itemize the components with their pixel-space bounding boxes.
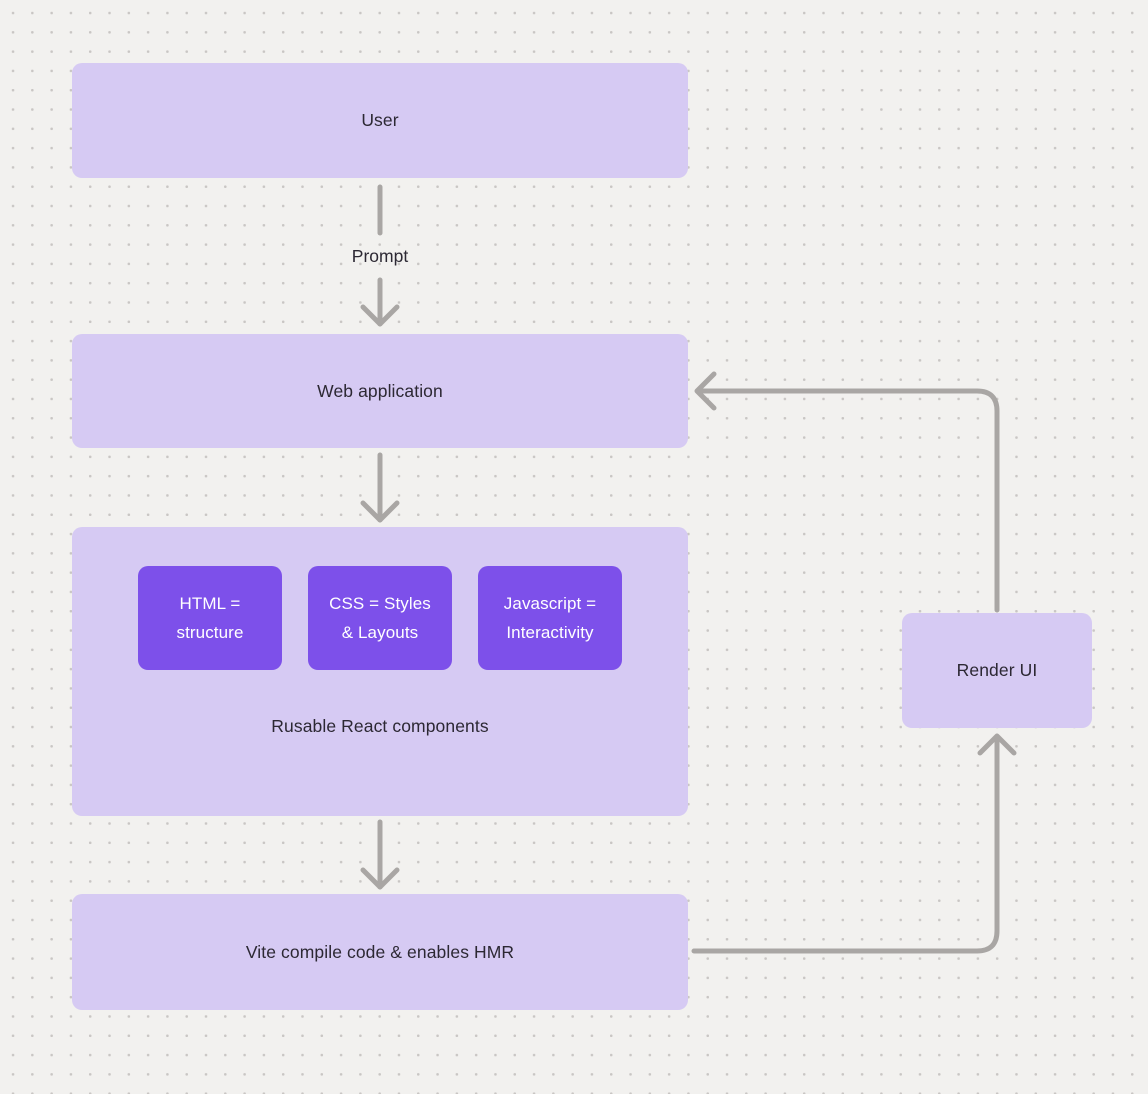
node-render-ui-label: Render UI — [956, 660, 1038, 680]
node-react-components-group: HTML = structure CSS = Styles & Layouts … — [72, 527, 688, 816]
node-user-label: User — [361, 110, 399, 130]
node-user: User — [72, 63, 688, 178]
arrow-prompt-to-webapp — [360, 277, 400, 327]
edge-label-prompt: Prompt — [351, 246, 409, 266]
arrow-webapp-to-components — [360, 452, 400, 523]
node-vite-label: Vite compile code & enables HMR — [245, 941, 515, 962]
arrow-components-to-vite — [360, 819, 400, 890]
node-react-components-label: Rusable React components — [271, 716, 489, 736]
chip-html: HTML = structure — [138, 566, 282, 670]
chip-css: CSS = Styles & Layouts — [308, 566, 452, 670]
chip-javascript: Javascript = Interactivity — [478, 566, 622, 670]
arrow-renderui-to-webapp — [694, 371, 1000, 613]
arrow-vite-to-renderui — [691, 733, 1017, 954]
node-web-application-label: Web application — [317, 380, 443, 401]
node-render-ui: Render UI — [902, 613, 1092, 728]
node-web-application: Web application — [72, 334, 688, 448]
node-vite: Vite compile code & enables HMR — [72, 894, 688, 1010]
